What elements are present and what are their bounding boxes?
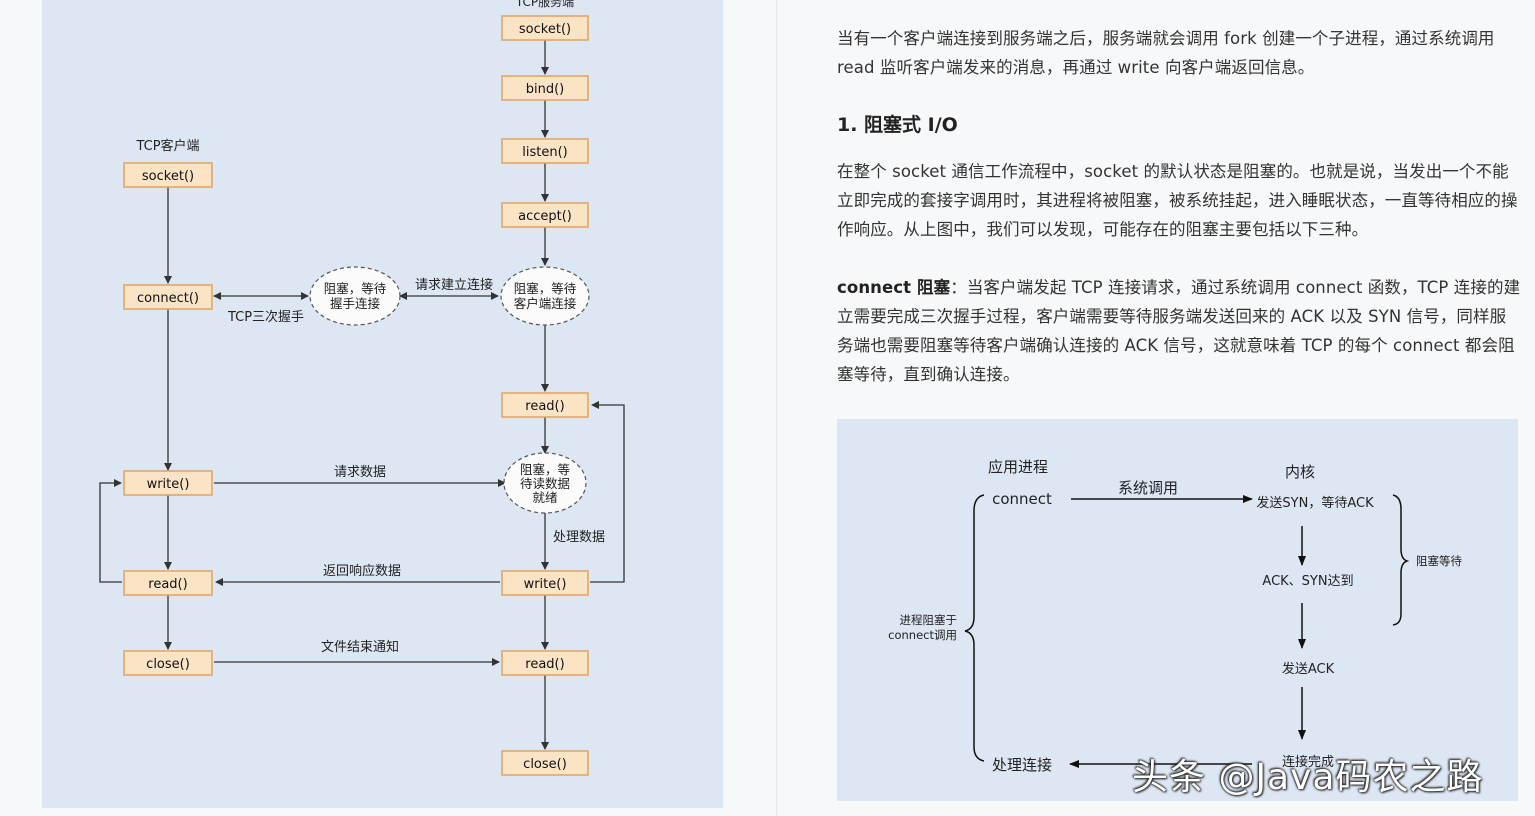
syscall-label: 系统调用 [1118, 479, 1178, 497]
proc-block-label-1: 进程阻塞于 [900, 613, 958, 627]
server-block-text-2: 客户端连接 [514, 296, 577, 311]
server-listen-box: listen() [522, 145, 567, 160]
client-read-box: read() [148, 577, 187, 592]
server-bind-box: bind() [526, 82, 565, 97]
client-socket-box: socket() [142, 169, 194, 184]
connect-label: connect [992, 490, 1052, 508]
handle-conn-label: 处理连接 [992, 756, 1052, 774]
blocking-paragraph: 在整个 socket 通信工作流程中，socket 的默认状态是阻塞的。也就是说… [837, 162, 1518, 239]
send-syn-label: 发送SYN，等待ACK [1256, 495, 1374, 511]
eof-notice-label: 文件结束通知 [321, 639, 399, 655]
ack-syn-label: ACK、SYN达到 [1262, 574, 1353, 589]
intro-paragraph: 当有一个客户端连接到服务端之后，服务端就会调用 fork 创建一个子进程，通过系… [837, 29, 1495, 77]
server-socket-box: socket() [519, 22, 571, 37]
connect-block-paragraph: connect 阻塞：当客户端发起 TCP 连接请求，通过系统调用 connec… [837, 273, 1522, 389]
process-data-label: 处理数据 [553, 530, 605, 545]
client-title: TCP客户端 [135, 138, 199, 154]
server-block2-text-3: 就绪 [532, 490, 557, 505]
handshake-label: TCP三次握手 [227, 309, 304, 325]
client-write-box: write() [147, 477, 190, 492]
client-block-text-1: 阻塞，等待 [324, 281, 387, 296]
connect-block-text: ：当客户端发起 TCP 连接请求，通过系统调用 connect 函数，TCP 连… [837, 278, 1521, 384]
server-read2-box: read() [525, 657, 564, 672]
server-write-box: write() [524, 577, 567, 592]
kernel-label: 内核 [1285, 463, 1315, 481]
connect-block-diagram: 应用进程 内核 connect 系统调用 处理连接 发送SYN，等待ACK AC… [837, 419, 1518, 801]
blocked-wait-label: 阻塞等待 [1416, 554, 1462, 568]
section-heading: 1. 阻塞式 I/O [837, 114, 958, 136]
conn-done-label: 连接完成 [1282, 754, 1334, 770]
connect-block-term: connect 阻塞 [837, 278, 951, 297]
request-connect-label: 请求建立连接 [415, 277, 493, 293]
server-accept-box: accept() [518, 209, 572, 224]
watermark-logo: 头条 @Java码农之路 [1132, 757, 1484, 798]
return-data-label: 返回响应数据 [323, 563, 401, 579]
tcp-flow-diagram: TCP服务端 TCP客户端 [42, 0, 723, 808]
server-block-text-1: 阻塞，等待 [514, 281, 577, 296]
column-divider [776, 0, 777, 816]
proc-block-label-2: connect调用 [888, 628, 957, 642]
server-read-box: read() [525, 399, 564, 414]
server-block2-text-2: 待读数据 [520, 476, 570, 491]
server-block2-text-1: 阻塞，等 [520, 462, 570, 477]
request-data-label: 请求数据 [334, 465, 386, 480]
server-title: TCP服务端 [515, 0, 574, 9]
client-close-box: close() [146, 657, 190, 672]
client-block-text-2: 握手连接 [330, 296, 381, 311]
server-close-box: close() [523, 757, 567, 772]
send-ack-label: 发送ACK [1282, 661, 1335, 677]
client-connect-box: connect() [137, 291, 199, 306]
app-process-label: 应用进程 [988, 458, 1048, 476]
